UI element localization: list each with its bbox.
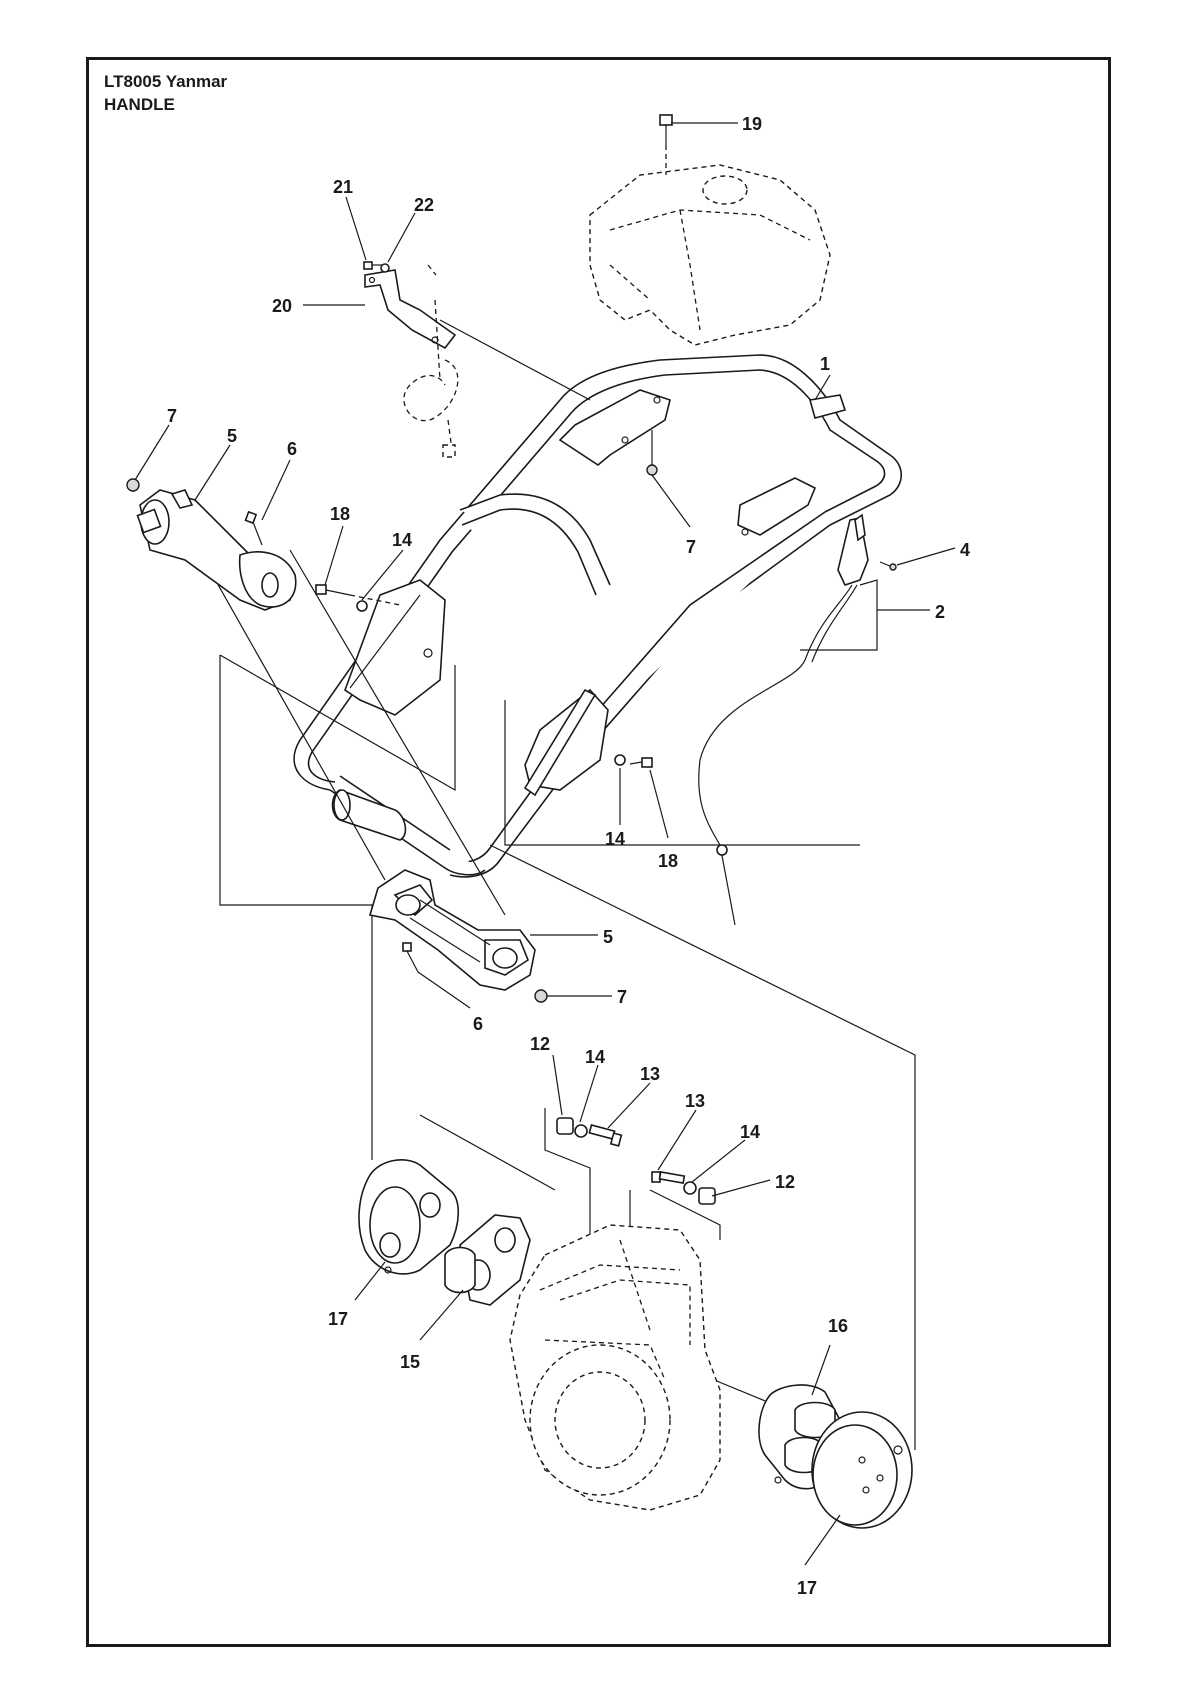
callout-1: 1 [820, 354, 830, 374]
callout-17-right: 17 [797, 1578, 817, 1598]
callout-20: 20 [272, 296, 292, 316]
callouts: 19 21 22 20 1 7 5 6 18 14 7 4 2 14 18 5 [134, 114, 970, 1598]
throttle-lever-2-part [698, 513, 869, 926]
callout-6-upper: 6 [287, 439, 297, 459]
callout-14-upper: 14 [392, 530, 412, 550]
screw-6-upper-part [244, 510, 263, 546]
plate-15-part [444, 1214, 531, 1306]
clamp-plate-right-part [737, 477, 817, 536]
screw-21-part [363, 261, 382, 270]
bolt-13-left-part [588, 1124, 623, 1147]
grip-5-lower-part [368, 869, 536, 991]
callout-17-left: 17 [328, 1309, 348, 1329]
callout-16: 16 [828, 1316, 848, 1336]
callout-14-mid-right: 14 [740, 1122, 760, 1142]
side-plate-left-part [344, 579, 446, 716]
bolt-19-part [659, 114, 673, 175]
washer-22-part [380, 263, 390, 273]
grip-5-upper-part [136, 489, 297, 611]
callout-14-right: 14 [605, 829, 625, 849]
alignment-lines [172, 319, 916, 1450]
callout-12-right: 12 [775, 1172, 795, 1192]
engine-block-outline [509, 1224, 721, 1511]
callout-5-lower: 5 [603, 927, 613, 947]
screw-4-part [879, 561, 897, 571]
callout-5-upper: 5 [227, 426, 237, 446]
mount-17-right-part [811, 1411, 913, 1529]
nut-7-lower-part [534, 989, 548, 1003]
callout-7-lower: 7 [617, 987, 627, 1007]
spacer-12-right-part [698, 1187, 716, 1205]
diagram-frame [86, 57, 1111, 1647]
clamp-plate-top-part [558, 389, 671, 466]
callout-13-left: 13 [640, 1064, 660, 1084]
mount-17-left-part [358, 1159, 460, 1275]
washer-14-mid-right-part [683, 1181, 697, 1195]
callout-2: 2 [935, 602, 945, 622]
callout-12-left: 12 [530, 1034, 550, 1054]
callout-14-mid-left: 14 [585, 1047, 605, 1067]
washer-14-mid-left-part [574, 1124, 588, 1138]
side-plate-right-part [523, 688, 609, 797]
bolt-13-right-part [651, 1171, 686, 1184]
washer-14-right-part [614, 754, 626, 766]
callout-18-right: 18 [658, 851, 678, 871]
diagram-model-title: LT8005 Yanmar [104, 72, 228, 91]
callout-21: 21 [333, 177, 353, 197]
screw-6-lower-part [402, 942, 419, 973]
bolt-18-right-part [629, 757, 653, 768]
bracket-20-part [364, 264, 459, 458]
callout-15: 15 [400, 1352, 420, 1372]
bolt-18-left-part [315, 584, 401, 606]
callout-22: 22 [414, 195, 434, 215]
callout-18-upper: 18 [330, 504, 350, 524]
callout-7-top: 7 [686, 537, 696, 557]
callout-4: 4 [960, 540, 970, 560]
callout-19: 19 [742, 114, 762, 134]
nut-7-upper-part [126, 478, 140, 492]
diagram-section-title: HANDLE [104, 95, 175, 114]
callout-13-right: 13 [685, 1091, 705, 1111]
callout-6-lower: 6 [473, 1014, 483, 1034]
washer-14-left-part [356, 600, 368, 612]
callout-7-upper: 7 [167, 406, 177, 426]
fuel-tank-outline [589, 164, 831, 346]
spacer-12-left-part [556, 1117, 574, 1135]
